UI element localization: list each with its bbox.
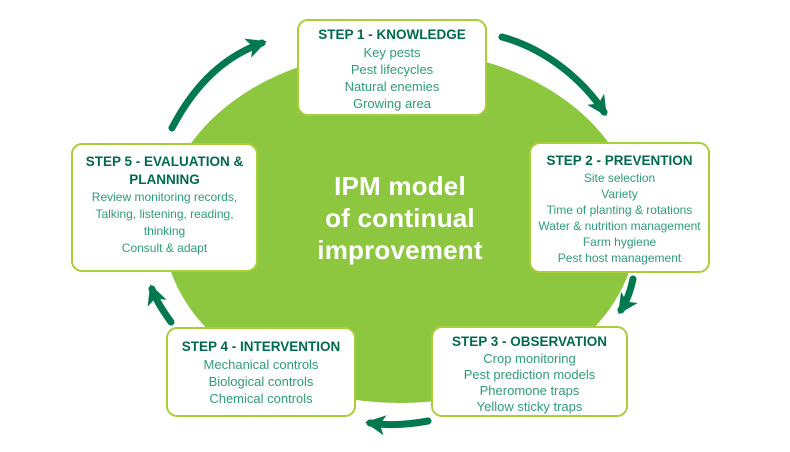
step-3-box: STEP 3 - OBSERVATION Crop monitoring Pes…: [431, 326, 628, 417]
step-2-title: STEP 2 - PREVENTION: [546, 153, 693, 168]
step-1-box: STEP 1 - KNOWLEDGE Key pests Pest lifecy…: [297, 19, 487, 116]
step-item: Growing area: [352, 96, 432, 111]
step-5-title: STEP 5 - EVALUATION & PLANNING: [85, 154, 244, 187]
step-item: Time of planting & rotations: [546, 203, 693, 217]
step-2-box: STEP 2 - PREVENTION Site selection Varie…: [529, 142, 710, 273]
arrow-step4-to-step5-icon: [147, 284, 175, 326]
step-5-box: STEP 5 - EVALUATION & PLANNING Review mo…: [71, 143, 258, 272]
step-item: Consult & adapt: [121, 241, 208, 255]
step-item: Pheromone traps: [479, 383, 580, 398]
step-4-title: STEP 4 - INTERVENTION: [181, 339, 341, 354]
step-item: Pest host management: [557, 251, 682, 265]
step-3-title: STEP 3 - OBSERVATION: [451, 334, 608, 349]
center-title-line: improvement: [317, 235, 483, 265]
arrow-step3-to-step4-icon: [364, 415, 432, 436]
step-item: Yellow sticky traps: [476, 399, 583, 414]
step-item: Natural enemies: [344, 79, 440, 94]
step-item: Review monitoring records,: [91, 190, 238, 204]
step-4-box: STEP 4 - INTERVENTION Mechanical control…: [166, 327, 356, 417]
step-item: Key pests: [363, 45, 421, 60]
center-title: IPM model of continual improvement: [275, 170, 525, 266]
center-title-line: of continual: [325, 203, 475, 233]
step-item: Pest prediction models: [463, 367, 596, 382]
step-item: Site selection: [583, 171, 656, 185]
step-item: Crop monitoring: [483, 351, 576, 366]
step-1-title: STEP 1 - KNOWLEDGE: [318, 27, 466, 42]
step-item: Water & nutrition management: [538, 219, 701, 233]
step-item: Chemical controls: [209, 391, 313, 406]
step-item: Variety: [601, 187, 638, 201]
step-item: Mechanical controls: [203, 357, 319, 372]
step-item: Biological controls: [208, 374, 314, 389]
step-item: Farm hygiene: [582, 235, 657, 249]
center-title-line: IPM model: [334, 171, 466, 201]
step-item: Talking, listening, reading, thinking: [95, 207, 234, 238]
step-item: Pest lifecycles: [350, 62, 434, 77]
